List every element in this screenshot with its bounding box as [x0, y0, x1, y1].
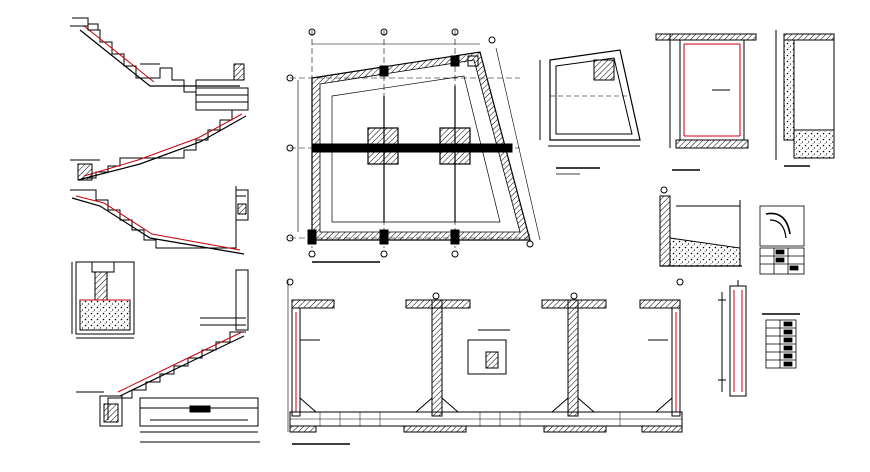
wall-section [775, 30, 835, 167]
column-detail [718, 280, 747, 397]
stair-section-3 [70, 186, 249, 255]
stair-section-2 [70, 87, 249, 181]
long-section [286, 278, 684, 445]
small-plan [539, 49, 641, 175]
legend-table [762, 313, 800, 369]
stair-section-4 [76, 269, 249, 427]
rebar-schedule [759, 205, 805, 275]
stair-section-1 [70, 17, 245, 93]
beam-detail [139, 397, 260, 443]
tank-section [655, 33, 757, 171]
floor-plan [286, 28, 541, 263]
footing-detail [71, 261, 135, 339]
retaining-detail [659, 186, 742, 267]
